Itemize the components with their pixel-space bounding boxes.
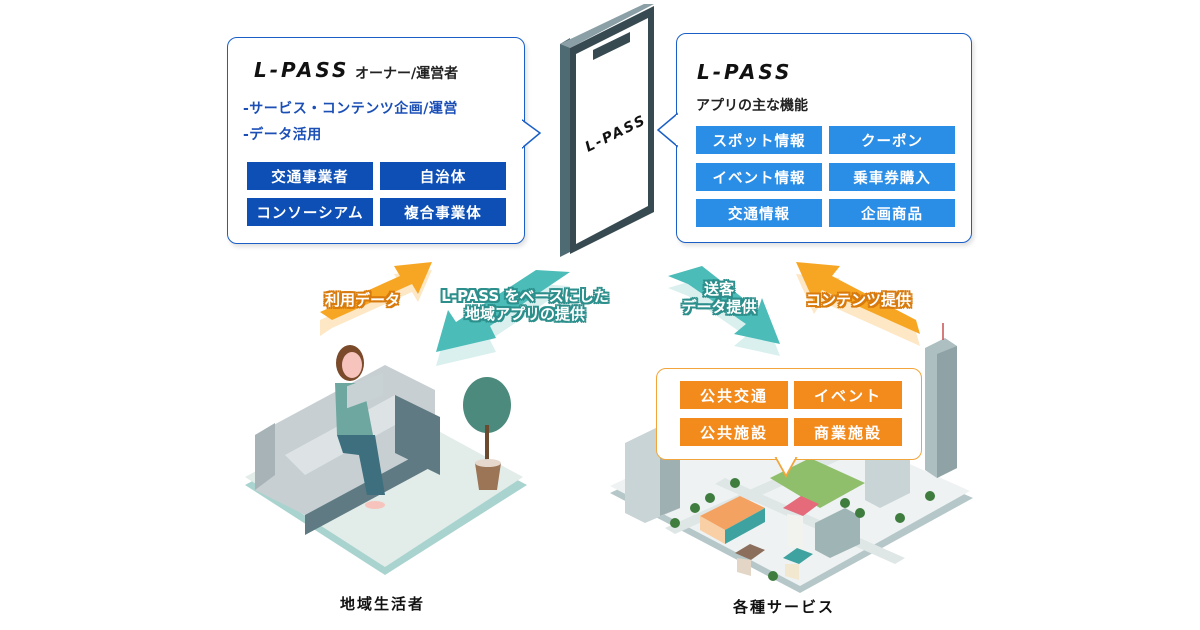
owner-card-brand: L-PASS [254,58,350,82]
customer-data-label-line2: データ提供 [681,298,757,316]
tag-coupon: クーポン [829,126,955,154]
tag-public-facility: 公共施設 [680,418,788,446]
regional-app-label: L-PASS をベースにした 地域アプリの提供 [430,287,620,323]
customer-data-arrow [668,266,780,356]
app-card-subtitle: アプリの主な機能 [696,98,808,114]
owner-card-subtitle: オーナー/運営者 [355,66,459,82]
owner-card-tail [522,119,542,149]
tag-transport-info: 交通情報 [696,199,822,227]
content-provision-label: コンテンツ提供 [806,291,912,309]
tag-consortium: コンソーシアム [247,198,373,226]
tag-public-transport: 公共交通 [680,381,788,409]
customer-data-label-line1: 送客 [703,280,734,298]
usage-data-arrow [320,262,432,336]
regional-app-arrow [436,270,570,366]
service-card: 公共交通 イベント 公共施設 商業施設 [656,368,922,460]
app-card-brand: L-PASS [697,60,793,84]
service-card-tail [774,457,798,478]
tag-commercial-facility: 商業施設 [794,418,902,446]
customer-data-label: 送客 データ提供 [664,280,774,316]
phone-illustration: L-PASS [560,4,654,257]
tag-ticket-purchase: 乗車券購入 [829,163,955,191]
tag-municipality: 自治体 [380,162,506,190]
regional-app-label-line1: L-PASS をベースにした [441,287,609,305]
owner-bullet-data: -データ活用 [243,127,322,143]
app-card-tail [656,112,678,148]
tag-planned-products: 企画商品 [829,199,955,227]
tag-spot-info: スポット情報 [696,126,822,154]
tag-transport-operator: 交通事業者 [247,162,373,190]
content-provision-arrow [796,262,920,346]
residents-caption: 地域生活者 [340,595,426,613]
resident-illustration [245,345,527,575]
app-card: L-PASS アプリの主な機能 スポット情報 クーポン イベント情報 乗車券購入… [676,33,972,243]
regional-app-label-line2: 地域アプリの提供 [464,305,585,323]
tag-complex-business: 複合事業体 [380,198,506,226]
usage-data-label: 利用データ [325,291,401,309]
tag-event-info: イベント情報 [696,163,822,191]
services-caption: 各種サービス [733,598,836,616]
tag-event: イベント [794,381,902,409]
owner-card: L-PASS オーナー/運営者 -サービス・コンテンツ企画/運営 -データ活用 … [227,37,525,244]
owner-bullet-planning: -サービス・コンテンツ企画/運営 [243,101,458,117]
